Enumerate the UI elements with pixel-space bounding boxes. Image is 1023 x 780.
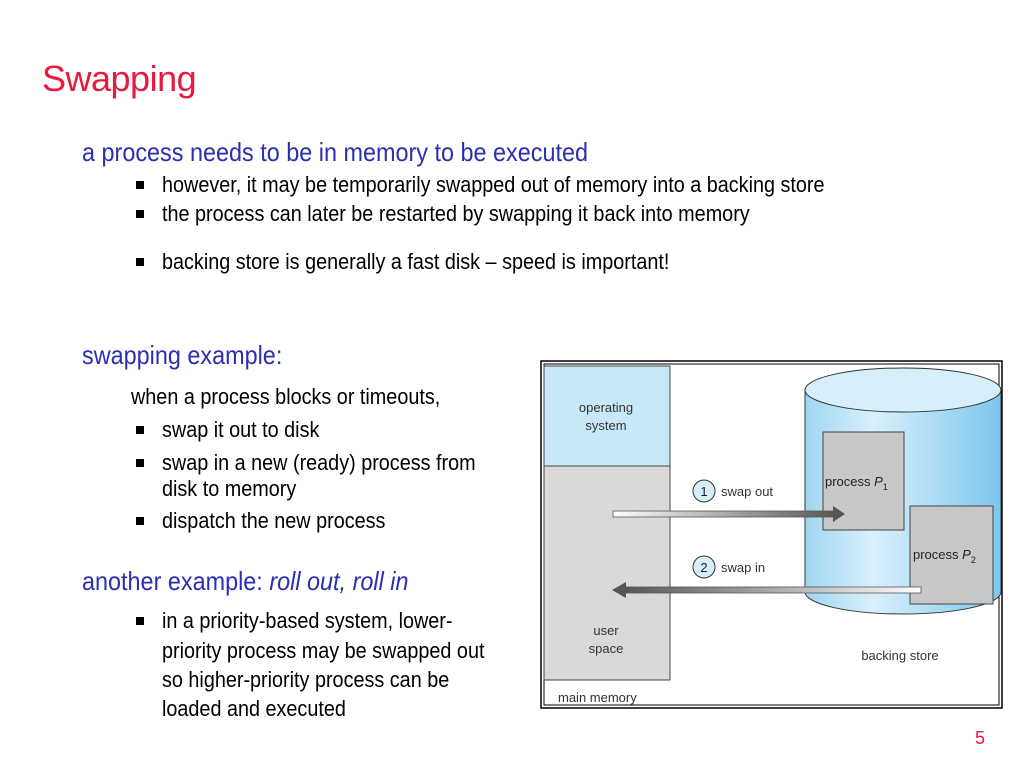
backing-store-label: backing store bbox=[861, 648, 938, 663]
sub-point-swap-in-cont: disk to memory bbox=[162, 476, 297, 501]
swap-out-label: swap out bbox=[721, 484, 773, 499]
point-process-in-memory: a process needs to be in memory to be ex… bbox=[82, 137, 588, 167]
sub-point-restarted: the process can later be restarted by sw… bbox=[162, 201, 750, 226]
sub-point-priority-line4: loaded and executed bbox=[162, 696, 346, 721]
point-swapping-example: swapping example: bbox=[82, 340, 283, 370]
step2-circle bbox=[692, 555, 716, 579]
swap-in-arrowhead bbox=[612, 582, 626, 598]
swap-out-arrowhead bbox=[833, 506, 845, 522]
sub-point-priority-line3: so higher-priority process can be bbox=[162, 667, 450, 692]
swap-in-label: swap in bbox=[721, 560, 765, 575]
bullet-icon bbox=[136, 617, 144, 625]
page-number: 5 bbox=[974, 728, 985, 748]
user-space-label-line1: user bbox=[593, 623, 619, 638]
user-space-region bbox=[543, 465, 671, 681]
bullet-icon bbox=[136, 210, 144, 218]
sub-point-priority-line2: priority process may be swapped out bbox=[162, 638, 485, 663]
step1-number: 1 bbox=[700, 484, 707, 499]
swap-out-arrow-shaft bbox=[612, 510, 837, 518]
os-label-line1: operating bbox=[579, 400, 633, 415]
process-p1-label: process P1 bbox=[825, 474, 888, 492]
sub-point-dispatch: dispatch the new process bbox=[162, 508, 386, 533]
bullet-icon bbox=[136, 426, 144, 434]
example-intro: when a process blocks or timeouts, bbox=[131, 384, 441, 409]
sub-point-temporarily-swapped: however, it may be temporarily swapped o… bbox=[162, 172, 825, 197]
step1-circle bbox=[692, 479, 716, 503]
swap-in-arrow-shaft bbox=[623, 586, 922, 594]
sub-point-swap-in: swap in a new (ready) process from bbox=[162, 450, 476, 475]
bullet-icon bbox=[136, 181, 144, 189]
bullet-icon bbox=[136, 459, 144, 467]
os-region bbox=[543, 365, 671, 467]
point-another-example: another example: roll out, roll in bbox=[82, 566, 408, 597]
main-memory-label: main memory bbox=[558, 690, 637, 705]
process-p2-box bbox=[909, 505, 994, 605]
bullet-icon bbox=[136, 517, 144, 525]
os-label-line2: system bbox=[585, 418, 626, 433]
disk-top bbox=[804, 367, 1002, 413]
sub-point-swap-out: swap it out to disk bbox=[162, 417, 320, 442]
another-example-label: another example: bbox=[82, 566, 270, 596]
bullet-icon bbox=[136, 258, 144, 266]
process-p2-label: process P2 bbox=[913, 547, 976, 565]
slide-title: Swapping bbox=[42, 58, 197, 99]
sub-point-fast-disk: backing store is generally a fast disk –… bbox=[162, 249, 670, 274]
swapping-diagram: operating system user space main memory … bbox=[540, 360, 1003, 709]
user-space-label-line2: space bbox=[589, 641, 624, 656]
step2-number: 2 bbox=[700, 560, 707, 575]
roll-out-roll-in: roll out, roll in bbox=[269, 566, 409, 596]
sub-point-priority-line1: in a priority-based system, lower- bbox=[162, 608, 453, 633]
